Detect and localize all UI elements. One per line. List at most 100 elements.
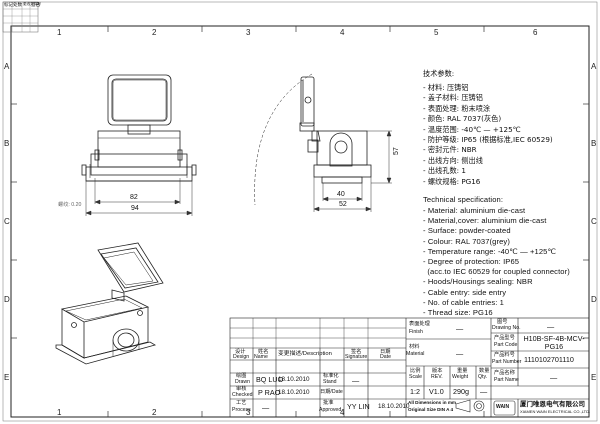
spec-item: - 螺纹规格: PG16 [423,176,481,186]
dimension-note: All Dimensions in mm [408,400,456,405]
drawing-no-label: 图号 [497,319,508,325]
dimension-94: 94 [131,205,139,212]
finish-value: — [456,324,464,333]
corner-stamp-label: 更改文件号 [23,2,41,6]
part-number-label-en: Part Number [492,359,522,365]
rev-label-en: REV. [431,374,443,380]
scale-label-en: Scale [409,374,422,380]
spec-item: - 表面处理: 粉末喷涂 [423,103,491,113]
qty-label-en: Qty. [478,374,488,380]
row-label: B [591,139,597,148]
approved-date: 18.10.2010 [378,403,410,410]
row-label: D [4,295,10,304]
drawing-no-value: — [547,322,555,331]
hdr-signature-en: Signature [345,354,368,360]
rev-value: V1.0 [429,387,444,396]
weight-label: 重量 [457,368,468,374]
drawn-label-en: Drawn [235,379,250,385]
column-label: 2 [152,408,157,417]
rev-label: 版本 [432,368,443,374]
checked-name: P RAO [258,388,281,397]
process-name: — [262,403,270,412]
row-label: B [4,139,10,148]
spec-item: - Thread size: PG16 [423,307,493,317]
spec-item: - Degree of protection: IP65 [423,256,520,266]
hdr-date-en: Date [380,354,391,360]
checked-date: 18.10.2010 [278,389,310,396]
row-label: D [591,295,597,304]
size-note: Original Size DIN A 4 [408,407,454,412]
weight-label-en: Weight [452,374,469,380]
spec-en-list: - Material: aluminium die-cast- Material… [423,206,588,318]
row-label: A [591,62,597,71]
dimension-52: 52 [339,201,347,208]
spec-item: - Material,cover: aluminium die-cast [423,216,547,226]
scale-value: 1:2 [410,387,420,396]
hdr-design: 设计 [235,349,246,355]
dates-label: 日期/Date [320,389,343,395]
drawn-name: BQ LUO [256,375,284,384]
part-number-label: 产品料号 [494,352,515,358]
side-view [254,73,372,206]
checked-label-en: Checked [232,392,253,398]
spec-item: - 防护等级: IP65 (根据标准,IEC 60529) [423,134,553,144]
dimension-57: 57 [393,147,400,155]
company-logo-icon [493,400,516,416]
spec-item: - Temperature range: -40℃ — +125℃ [423,246,557,256]
spec-item: - Cable entry: side entry [423,287,507,297]
spec-en-heading: Technical specification: [423,195,504,204]
spec-item: - Colour: RAL 7037(grey) [423,236,510,246]
column-label: 6 [533,28,538,37]
hdr-design-en: Design [233,354,250,360]
spec-item: - 出线孔数: 1 [423,166,466,176]
part-code-label: 产品型号 [494,335,515,341]
column-label: 3 [246,408,251,417]
finish-label: 表面处理 [409,321,430,327]
hdr-signature: 签名 [351,349,362,355]
hdr-name-en: Name [254,354,268,360]
drawn-label: 绘图 [236,373,247,379]
material-value: — [456,349,464,358]
process-label: 工艺 [236,400,247,406]
part-code-value: H10B-SF-4B-MCV-PG16 [523,334,585,352]
spec-item: - Hoods/Housings sealing: NBR [423,277,533,287]
spec-item: - 密封元件: NBR [423,145,477,155]
part-name-label-en: Part Name [494,377,519,383]
approved-name: YY LIN [347,402,370,411]
stand-value: — [352,376,360,385]
spec-item: - Surface: powder-coated [423,226,511,236]
spec-cn-block: 技术参数: - 材料: 压铸铝- 盖子材料: 压铸铝- 表面处理: 粉末喷涂- … [423,69,588,187]
side-note: 螺纹: 0.20 [58,202,82,208]
spec-item: - 材料: 压铸铝 [423,83,469,92]
column-label: 4 [340,408,345,417]
column-label: 4 [340,28,345,37]
qty-value: — [480,387,488,396]
part-code-label-en: Part Code [494,342,518,348]
column-label: 3 [246,28,251,37]
drawing-no-label-en: Drawing No. [492,325,521,331]
column-label: 1 [57,408,62,417]
front-view [81,74,197,182]
dimension-40: 40 [337,191,345,198]
stand-label-en: Stand [323,379,337,385]
spec-item: (acc.to IEC 60529 for coupled connector) [423,267,570,277]
drawn-date: 18.10.2010 [278,376,310,383]
stand-label: 标准化 [323,373,339,379]
process-label-en: Process [232,407,251,413]
company-name-cn: 厦门唯恩电气有限公司 [520,400,585,408]
material-label: 材料 [409,344,420,350]
scale-label: 比例 [410,368,421,374]
column-label: 1 [57,28,62,37]
part-name-label: 产品名称 [494,370,515,376]
hdr-date: 日期 [380,349,391,355]
spec-item: - 出线方向: 侧出线 [423,155,483,165]
corner-stamp-label: 处数 [13,2,22,7]
projection-symbol-icon [455,399,485,413]
hdr-name: 姓名 [258,349,269,355]
corner-stamp-label: 标记 [4,2,13,7]
company-name-en: XIAMEN WAIN ELECTRICAL CO.,LTD. [520,409,591,414]
part-name-value: — [550,373,558,382]
title-block [229,317,590,418]
column-label: 5 [434,28,439,37]
